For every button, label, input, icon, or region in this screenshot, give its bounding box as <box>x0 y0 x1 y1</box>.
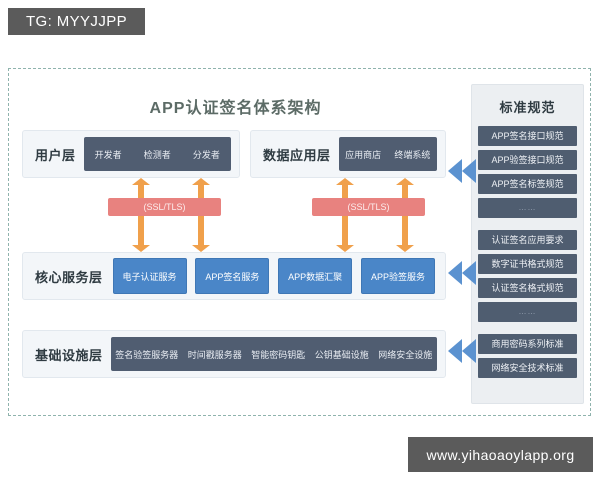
layer-core-service-label: 核心服务层 <box>35 269 103 285</box>
double-chevron-left-icon-core <box>444 260 480 286</box>
watermark-url-bottom: www.yihaoaoylapp.org <box>408 437 593 472</box>
list-item: 检测者 <box>143 149 171 160</box>
layer-data-application-items: 应用商店 终端系统 <box>338 137 437 171</box>
standards-group-3: 商用密码系列标准 网络安全技术标准 <box>478 334 577 378</box>
list-item: 电子认证服务 <box>112 258 187 294</box>
ssl-tls-label: (SSL/TLS) <box>143 202 186 212</box>
ssl-tls-band-left: (SSL/TLS) <box>108 198 221 216</box>
layer-core-service-items: 电子认证服务 APP签名服务 APP数据汇聚 APP验签服务 <box>112 258 435 294</box>
list-item: 商用密码系列标准 <box>478 334 577 354</box>
standards-group-1: APP签名接口规范 APP验签接口规范 APP签名标签规范 …… <box>478 126 577 218</box>
arrow-head-down-icon <box>396 245 414 252</box>
arrow-head-up-icon <box>132 178 150 185</box>
layer-core-service: 核心服务层 电子认证服务 APP签名服务 APP数据汇聚 APP验签服务 <box>22 252 446 300</box>
layer-data-application: 数据应用层 应用商店 终端系统 <box>250 130 446 178</box>
list-item: 分发者 <box>192 149 220 160</box>
list-item: APP签名标签规范 <box>478 174 577 194</box>
list-item: APP验签接口规范 <box>478 150 577 170</box>
layer-user-items: 开发者 检测者 分发者 <box>83 137 231 171</box>
arrow-head-up-icon <box>396 178 414 185</box>
list-item: APP签名接口规范 <box>478 126 577 146</box>
list-item: 网络安全技术标准 <box>478 358 577 378</box>
list-item: 时间戳服务器 <box>187 349 242 360</box>
list-item: APP签名服务 <box>195 258 270 294</box>
arrow-head-down-icon <box>132 245 150 252</box>
standards-group-2: 认证签名应用要求 数字证书格式规范 认证签名格式规范 …… <box>478 230 577 322</box>
double-chevron-left-icon-infrastructure <box>444 338 480 364</box>
double-chevron-left-icon-user <box>444 158 480 184</box>
list-item-ellipsis: …… <box>478 198 577 218</box>
layer-infrastructure: 基础设施层 签名验签服务器 时间戳服务器 智能密码钥匙 公钥基础设施 网络安全设… <box>22 330 446 378</box>
arrow-head-down-icon <box>192 245 210 252</box>
layer-data-application-label: 数据应用层 <box>263 147 331 163</box>
list-item: APP验签服务 <box>361 258 435 294</box>
list-item: 公钥基础设施 <box>314 349 369 360</box>
ssl-tls-label: (SSL/TLS) <box>347 202 390 212</box>
standards-panel: 标准规范 APP签名接口规范 APP验签接口规范 APP签名标签规范 …… 认证… <box>471 84 584 404</box>
list-item: 开发者 <box>94 149 122 160</box>
list-item: 智能密码钥匙 <box>251 349 306 360</box>
list-item: 数字证书格式规范 <box>478 254 577 274</box>
watermark-url-text: www.yihaoaoylapp.org <box>426 446 575 463</box>
list-item-ellipsis: …… <box>478 302 577 322</box>
list-item: 签名验签服务器 <box>115 349 179 360</box>
layer-user: 用户层 开发者 检测者 分发者 <box>22 130 240 178</box>
list-item: 认证签名格式规范 <box>478 278 577 298</box>
watermark-tag-text: TG: MYYJJPP <box>25 13 128 30</box>
diagram-dashed-frame <box>8 68 591 416</box>
layer-user-label: 用户层 <box>35 147 76 163</box>
watermark-tag-top: TG: MYYJJPP <box>8 8 145 35</box>
list-item: 网络安全设施 <box>378 349 433 360</box>
ssl-tls-band-right: (SSL/TLS) <box>312 198 425 216</box>
list-item: APP数据汇聚 <box>278 258 353 294</box>
layer-infrastructure-label: 基础设施层 <box>35 347 103 363</box>
layer-infrastructure-items: 签名验签服务器 时间戳服务器 智能密码钥匙 公钥基础设施 网络安全设施 <box>110 337 437 371</box>
standards-panel-title: 标准规范 <box>499 100 556 115</box>
list-item: 认证签名应用要求 <box>478 230 577 250</box>
arrow-head-up-icon <box>336 178 354 185</box>
arrow-head-down-icon <box>336 245 354 252</box>
list-item: 应用商店 <box>345 149 382 160</box>
list-item: 终端系统 <box>394 149 431 160</box>
arrow-head-up-icon <box>192 178 210 185</box>
diagram-title: APP认证签名体系架构 <box>149 100 322 117</box>
architecture-diagram: APP认证签名体系架构 用户层 开发者 检测者 分发者 数据应用层 应用商店 终… <box>12 72 459 412</box>
